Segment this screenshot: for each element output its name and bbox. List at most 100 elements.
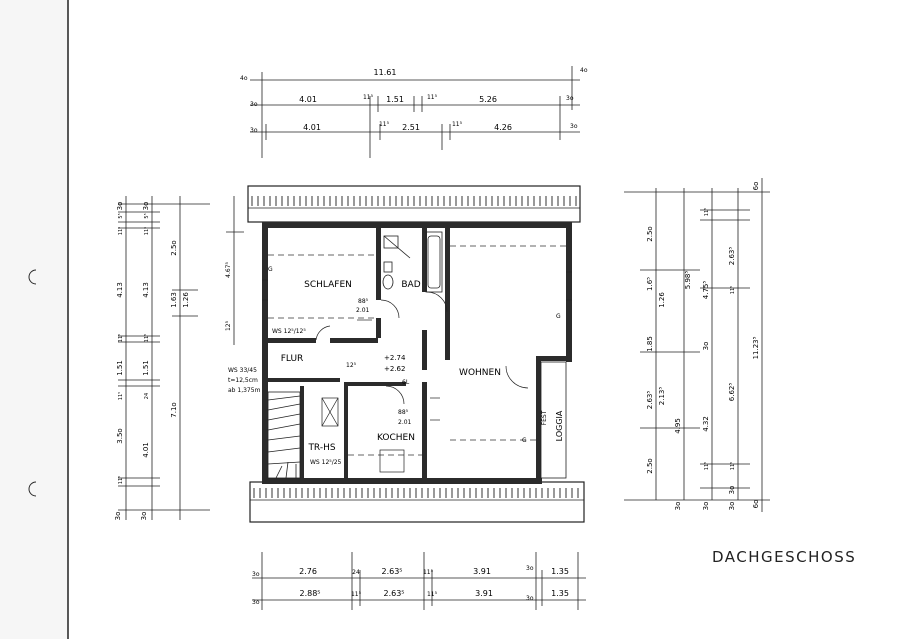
left-dim-label: 12⁵ [225, 320, 232, 331]
annotation-kochen-door-width: 88⁵ [398, 409, 409, 416]
sheet-title: DACHGESCHOSS [712, 548, 857, 566]
right-dim-label: 11.23⁵ [752, 336, 760, 359]
right-dim-label: 6o [752, 182, 760, 191]
top-dim-end: 3o [250, 127, 258, 134]
top-dim-3a: 4.01 [303, 123, 321, 132]
room-label-flur: FLUR [281, 354, 304, 364]
right-dim-label: 6o [752, 500, 760, 509]
right-dim-label: 11⁵ [730, 286, 736, 294]
room-label-bad: BAD [401, 280, 420, 290]
bottom-dim-label: 3.91 [475, 589, 493, 598]
annotation-ab-value: ab 1,375m [228, 387, 261, 394]
top-dim-end: 4o [240, 75, 248, 82]
top-dim-2d: 11⁵ [427, 94, 438, 101]
top-dim-end: 3o [250, 101, 258, 108]
left-dim-label: 11⁵ [118, 227, 124, 235]
top-dim-3e: 4.26 [494, 123, 512, 132]
top-dim-end: 3o [566, 95, 574, 102]
annotation-ws-schlafen: WS 12⁵/12⁵ [272, 328, 306, 335]
shaft-box [321, 397, 405, 473]
bottom-dim-label: 2.88⁵ [299, 589, 320, 598]
bottom-dim-label: 1.35 [551, 567, 569, 576]
left-dimension-chains [118, 196, 244, 520]
bottom-dim-label: 11⁵ [351, 591, 362, 598]
left-dim-label: 1.51 [142, 360, 150, 376]
left-dim-label: 24 [144, 393, 150, 399]
right-dim-label: 6.62⁵ [728, 383, 736, 402]
annotation-gl: 6L [402, 379, 410, 386]
right-dim-label: 3o [674, 502, 682, 511]
right-dim-label: 4.32 [702, 416, 710, 432]
annotation-door-dim: 12⁵ [346, 362, 357, 369]
top-dim-3b: 11⁵ [379, 121, 390, 128]
annotation-g-wohnen: G [556, 313, 561, 320]
left-dim-label: 1.51 [116, 360, 124, 376]
top-dim-3d: 11⁵ [452, 121, 463, 128]
annotation-level-2: +2.62 [384, 365, 405, 373]
top-dim-2a: 4.01 [299, 95, 317, 104]
left-dim-labels: 3o 5⁵ 11⁵ 4.13 11⁵ 1.51 11⁵ 3.5o 11⁵ 3o … [114, 202, 232, 521]
top-dim-3c: 2.51 [402, 123, 420, 132]
right-dim-label: 4.75⁵ [702, 281, 710, 300]
left-dim-label: 5⁵ [144, 213, 150, 218]
left-dim-label: 1.26 [182, 292, 190, 308]
left-dim-label: 3o [114, 512, 122, 521]
right-dimension-chains [624, 178, 770, 512]
top-dim-2b: 11⁵ [363, 94, 374, 101]
right-dim-label: 2.63⁵ [728, 247, 736, 266]
annotation-g-schlafen: G [268, 266, 273, 273]
bottom-dim-label: 24 [352, 569, 360, 576]
annotation-ws-tr: WS 33/45 [228, 367, 257, 374]
top-dim-2c: 1.51 [386, 95, 404, 104]
right-dim-label: 2.5o [646, 458, 654, 473]
bottom-dim-label: 11⁵ [423, 569, 434, 576]
left-dim-label: 5⁵ [118, 213, 124, 218]
bottom-dim-label: 2.76 [299, 567, 317, 576]
inner-walls [268, 228, 450, 478]
annotation-ws-stair: WS 12⁵/25 [310, 459, 342, 466]
right-dim-label: 3o [702, 342, 710, 351]
left-dim-label: 2.5o [170, 240, 178, 255]
room-label-treppenhaus: TR-HS [307, 443, 335, 453]
right-dim-label: 1.85 [646, 336, 654, 352]
room-label-wohnen: WOHNEN [459, 368, 501, 378]
left-dim-label: 4.13 [116, 282, 124, 298]
annotation-door-width: 88⁵ [358, 298, 369, 305]
top-dim-end: 3o [570, 123, 578, 130]
right-dim-label: 3o [702, 502, 710, 511]
room-label-kochen: KOCHEN [377, 433, 415, 443]
annotation-t-value: t=12,5cm [228, 377, 258, 384]
left-dim-label: 11⁵ [144, 334, 150, 342]
right-dim-label: 2.13⁵ [658, 387, 666, 406]
bathtub [425, 231, 443, 293]
loggia [540, 361, 567, 479]
left-dim-label: 11⁵ [118, 476, 124, 484]
left-dim-label: 4.01 [142, 442, 150, 458]
room-label-loggia: LOGGIA [555, 410, 564, 441]
right-dim-label: 4.95 [674, 418, 682, 434]
left-dim-label: 7.1o [170, 402, 178, 417]
right-dim-label: 2.63⁵ [646, 391, 654, 410]
left-dim-label: 4.67⁵ [225, 262, 232, 278]
toilet [382, 261, 394, 290]
room-label-fest: FEST [541, 410, 548, 425]
bottom-dim-labels: 3o 2.76 24 2.63⁵ 11⁵ 3.91 3o 1.35 3o 2.8… [252, 565, 569, 606]
left-dim-label: 1.63 [170, 292, 178, 308]
left-dim-label: 11⁵ [144, 227, 150, 235]
bottom-dim-label: 3o [526, 595, 534, 602]
right-dim-label: 5.98⁵ [684, 271, 692, 290]
annotation-kochen-door-height: 2.01 [398, 419, 412, 426]
right-dim-label: 3o [728, 502, 736, 511]
door-swings [315, 291, 529, 405]
left-dim-label: 3.5o [116, 428, 124, 443]
top-dimension-chains [250, 66, 580, 158]
right-dim-label: 3o [728, 486, 736, 495]
punch-hole-mark [28, 481, 37, 497]
room-label-schlafen: SCHLAFEN [304, 280, 352, 290]
windows [262, 271, 572, 421]
bottom-dim-label: 1.35 [551, 589, 569, 598]
right-dim-label: 11⁵ [704, 462, 710, 470]
right-dim-label: 11⁵ [704, 208, 710, 216]
top-dim-total: 11.61 [374, 68, 397, 77]
